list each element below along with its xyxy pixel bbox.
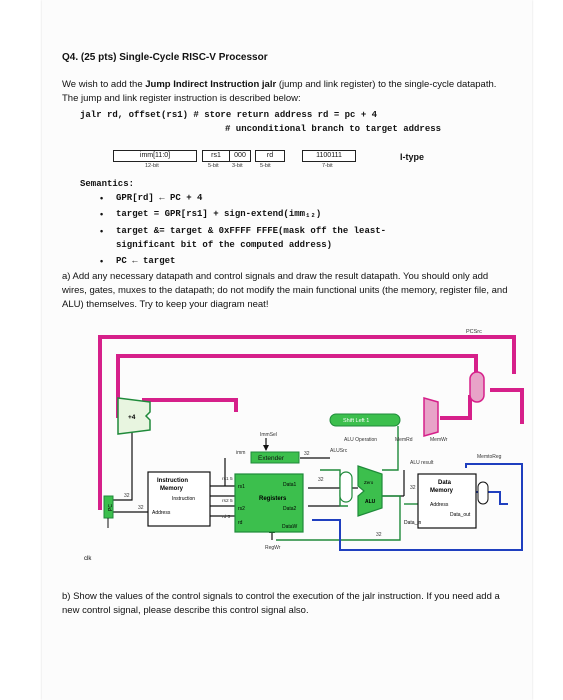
alu-shape	[357, 465, 383, 517]
format-bits-imm: 12-bit	[145, 163, 159, 169]
registers-label: Registers	[259, 496, 287, 502]
semantics-item-4: PC ← target	[116, 256, 176, 266]
semantics-title: Semantics:	[80, 179, 135, 189]
immsel-label: ImmSel	[260, 432, 277, 438]
branch-adder	[423, 397, 439, 437]
alu-label: ALU	[365, 499, 376, 505]
rs2-width-label: rs2 5	[222, 498, 233, 504]
data-memory-title-2: Memory	[430, 488, 454, 494]
alu-out-width-label: 32	[410, 485, 416, 491]
instruction-memory-title-1: Instruction	[157, 478, 188, 484]
bullet-4: •	[100, 256, 104, 266]
format-bits-funct3: 3-bit	[232, 163, 243, 169]
bullet-1: •	[100, 193, 104, 203]
intro-post: (jump and link register) to the single-c…	[62, 79, 497, 104]
format-field-rd: rd	[255, 150, 285, 162]
rs2-port-label: rs2	[238, 506, 245, 512]
rd-port-label: rd	[238, 520, 243, 526]
register-file-box	[234, 473, 304, 533]
imm-label: imm	[236, 450, 245, 456]
data-memory-title-1: Data	[438, 480, 452, 486]
semantics-item-2: target = GPR[rs1] + sign-extend(imm₁₂)	[116, 209, 322, 219]
format-field-rs1: rs1	[202, 150, 230, 162]
pcsrc-label: PCSrc	[466, 329, 482, 335]
bullet-3: •	[100, 226, 104, 236]
pc-label: PC	[108, 504, 114, 511]
data-in-label: Data_in	[404, 520, 421, 526]
pc-width-label: 32	[138, 505, 144, 511]
instruction-port-label: Instruction	[172, 496, 195, 502]
rs1-width-label: rs1 5	[222, 476, 233, 482]
instruction-memory-box	[147, 471, 211, 527]
code-line-1: jalr rd, offset(rs1) # store return addr…	[80, 110, 378, 120]
format-field-opcode: 1100111	[302, 150, 356, 162]
semantics-item-3: target &= target & 0xFFFF FFFE(mask off …	[116, 226, 387, 236]
writeback-width-label: 32	[376, 532, 382, 538]
data-memory-box	[417, 473, 477, 529]
data2-port-label: Data2	[283, 506, 297, 512]
dataw-port-label: DataW	[282, 524, 298, 530]
instruction-memory-title-2: Memory	[160, 486, 184, 492]
format-type: I-type	[400, 152, 425, 162]
data-memory-address-label: Address	[430, 502, 449, 508]
part-a-text: a) Add any necessary datapath and contro…	[62, 271, 508, 310]
shift-left-box	[329, 413, 401, 427]
memtoreg-label: MemtoReg	[477, 454, 502, 460]
intro-paragraph: We wish to add the Jump Indirect Instruc…	[62, 78, 502, 106]
semantics-item-3-cont: significant bit of the computed address)	[116, 240, 333, 250]
alusrc-label: ALUSrc	[330, 448, 348, 454]
document-page	[42, 0, 532, 700]
memrd-label: MemRd	[395, 437, 413, 443]
format-field-funct3: 000	[229, 150, 251, 162]
data-out-label: Data_out	[450, 512, 471, 518]
rd-width-label: rd 5	[222, 514, 231, 520]
format-field-imm: imm[11:0]	[113, 150, 197, 162]
extender-width-label: 32	[304, 451, 310, 457]
format-bits-opcode: 7-bit	[322, 163, 333, 169]
question-title: Q4. (25 pts) Single-Cycle RISC-V Process…	[62, 52, 268, 63]
instruction-address-label: Address	[152, 510, 171, 516]
part-b-text: b) Show the values of the control signal…	[62, 591, 500, 616]
clk-label: clk	[84, 556, 92, 562]
shift-left-label: Shift Left 1	[343, 418, 369, 424]
format-bits-rd: 5-bit	[260, 163, 271, 169]
pc-plus4-adder	[117, 397, 151, 435]
bullet-2: •	[100, 209, 104, 219]
imem-width-label: 32	[124, 493, 130, 499]
pc-feedback-wires	[98, 335, 524, 510]
extender-box	[250, 451, 300, 464]
code-line-2: # unconditional branch to target address	[225, 124, 442, 134]
rs1-port-label: rs1	[238, 484, 245, 490]
plus4-label: +4	[128, 414, 136, 421]
regfile-width-label: 32	[318, 477, 324, 483]
memwr-label: MemWr	[430, 437, 448, 443]
zero-label: Zero	[364, 480, 374, 485]
extender-label: Extender	[258, 455, 285, 462]
alusrc-mux	[339, 471, 353, 503]
semantics-item-1: GPR[rd] ← PC + 4	[116, 193, 203, 203]
intro-bold: Jump Indirect Instruction jalr	[145, 79, 277, 90]
regwr-label: RegWr	[265, 545, 281, 551]
alu-result-label: ALU result	[410, 460, 434, 466]
memtoreg-mux	[477, 481, 489, 505]
intro-pre: We wish to add the	[62, 79, 146, 90]
format-bits-rs1: 5-bit	[208, 163, 219, 169]
pc-mux	[469, 371, 485, 403]
data1-port-label: Data1	[283, 482, 297, 488]
alu-operation-label: ALU Operation	[344, 437, 377, 443]
